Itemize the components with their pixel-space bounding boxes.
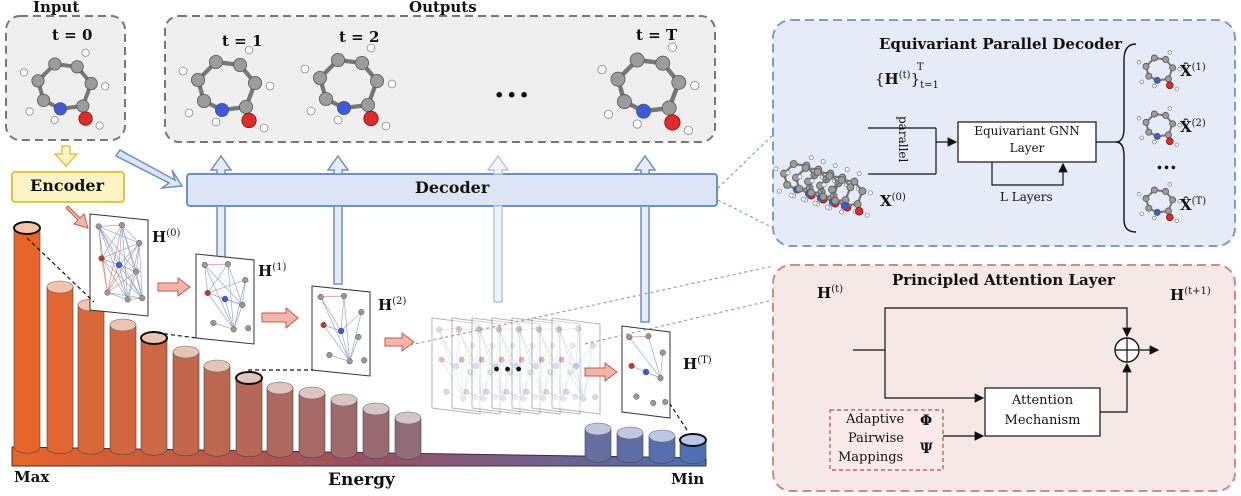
apm-line3: Mappings (838, 450, 904, 465)
psi-symbol: Ψ (920, 441, 933, 457)
energy-bars (13, 221, 707, 465)
min-label: Min (671, 470, 705, 488)
xhat2-label: X̂(2) (1180, 118, 1206, 136)
energy-bar (203, 359, 231, 457)
energy-bar (298, 386, 326, 459)
ht-in-label: H(t) (817, 284, 844, 302)
energy-bar (140, 331, 168, 456)
molecule-output-tT (597, 42, 700, 135)
apm-line1: Adaptive (846, 412, 905, 427)
graph-frame-h1 (195, 253, 255, 345)
energy-bar (46, 280, 74, 455)
h0-label: H(0) (152, 228, 181, 246)
apm-line2: Pairwise (848, 431, 904, 446)
tT-label: t = T (636, 26, 678, 44)
energy-label: Energy (328, 470, 395, 490)
input-to-decoder-arrow (114, 149, 184, 190)
xhatT-label: X̂(T) (1180, 196, 1207, 214)
molecule-xhatT (1136, 182, 1182, 224)
att-line2: Mechanism (1004, 413, 1081, 428)
decoder-panel-title: Equivariant Parallel Decoder (879, 35, 1123, 53)
molecule-stack (821, 171, 873, 218)
encoder-box (11, 171, 125, 203)
xhat1-label: X̂(1) (1180, 62, 1206, 80)
graph-frame-intermediate (471, 317, 521, 415)
graph-frame-intermediate (451, 317, 501, 415)
energy-bar (266, 381, 294, 458)
h-set-label: {H(t)}t=1T (875, 62, 939, 91)
zoom-line-decoder-a (717, 134, 774, 189)
energy-bar (394, 411, 422, 460)
energy-bar (172, 345, 200, 457)
energy-bar (330, 393, 358, 459)
gnn-layer-box (957, 121, 1097, 163)
molecule-output-t1 (178, 45, 275, 133)
attention-flow (829, 307, 1160, 471)
energy-bar (679, 433, 707, 465)
adaptive-mappings-box (829, 409, 944, 471)
graph-frame-intermediate (551, 317, 601, 415)
phi-symbol: Φ (920, 413, 933, 429)
encoder-label: Encoder (30, 176, 105, 195)
molecule-xhat2 (1136, 106, 1182, 148)
decoder-up-arrows (209, 154, 657, 323)
graph-frame-h0 (89, 213, 149, 317)
output-brace (1115, 43, 1137, 233)
h2-label: H(2) (378, 296, 407, 314)
l-layers-label: L Layers (1000, 190, 1053, 204)
input-title: Input (33, 0, 80, 16)
t0-label: t = 0 (52, 26, 93, 44)
graph-frame-intermediate (531, 317, 581, 415)
hT-label: H(T) (683, 355, 712, 373)
graph-frame-h2 (311, 285, 371, 377)
decoder-flow (868, 43, 1137, 233)
input-panel (5, 15, 126, 141)
t2-label: t = 2 (339, 28, 380, 46)
max-label: Max (14, 468, 50, 486)
molecule-input (19, 48, 110, 130)
zoom-line-attention-b (584, 299, 774, 345)
att-line1: Attention (1011, 393, 1074, 408)
decoder-label: Decoder (415, 178, 490, 197)
energy-bar (77, 298, 105, 455)
molecule-output-t2 (300, 43, 397, 131)
attention-panel-title: Principled Attention Layer (892, 271, 1115, 289)
energy-bar (584, 422, 612, 463)
gnn-line1: Equivariant GNN (974, 124, 1080, 138)
graph-frame-hT (621, 325, 671, 419)
energy-bar (362, 402, 390, 460)
graph-frame-intermediate (431, 317, 481, 415)
outputs-panel (164, 15, 716, 143)
bar-frame-links (26, 237, 688, 431)
energy-bar (109, 318, 137, 456)
zoom-line-decoder-b (717, 199, 774, 229)
xhat-dots: ... (1156, 150, 1177, 174)
ht-out-label: H(t+1) (1170, 286, 1211, 304)
middle-dots: ... (492, 348, 526, 378)
output-dots: ... (494, 70, 532, 105)
molecule-renders (19, 42, 1182, 224)
gnn-line2: Layer (1009, 141, 1045, 155)
decoder-box (186, 173, 718, 207)
outputs-title: Outputs (409, 0, 477, 16)
zoom-line-attention-a (409, 265, 774, 346)
energy-bar (235, 371, 263, 458)
state-transition-arrows (65, 205, 618, 382)
parallel-label: parallel (896, 116, 910, 163)
t1-label: t = 1 (222, 32, 263, 50)
energy-bar (616, 426, 644, 464)
energy-bar (648, 429, 676, 464)
x0-label: X(0) (880, 192, 906, 210)
energy-bar (13, 221, 41, 454)
graph-frame-intermediate (511, 317, 561, 415)
h1-label: H(1) (258, 262, 287, 280)
input-to-encoder-arrow (53, 145, 79, 168)
graph-frame-intermediate (491, 317, 541, 415)
molecule-xhat1 (1136, 50, 1182, 92)
